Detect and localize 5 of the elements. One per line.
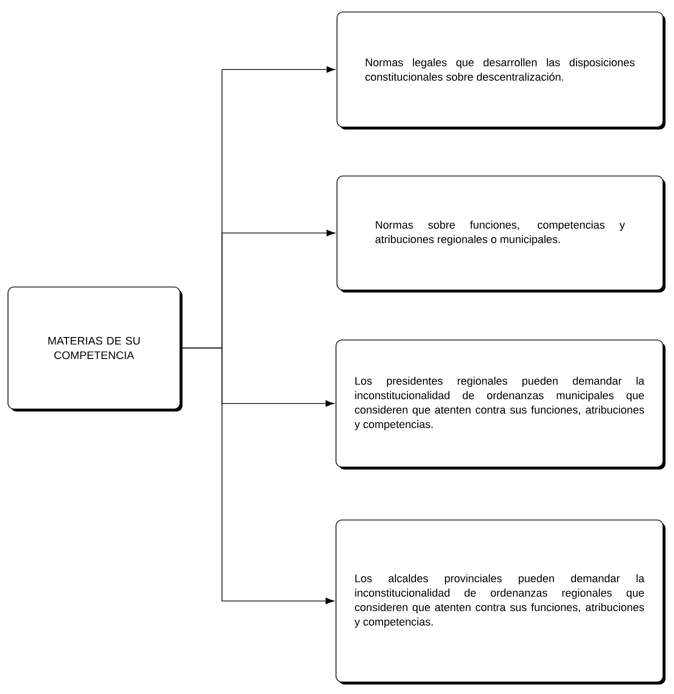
text-box: Los presidentes regionales pueden demandar la inconstitucionalidad de ordenanzas municipales que consideren que atenten contra sus funciones, atribuciones y competencias. (336, 340, 666, 470)
text-box: Los alcaldes provinciales pueden demandar la inconstitucionalidad de ordenanzas regionales que consideren que atenten contra sus funciones, atribuciones y competencias. (336, 520, 666, 684)
text-box: Normas legales que desarrollen las disposiciones constitucionales sobre descentralización. (336, 12, 666, 130)
text-box: Normas sobre funciones, competencias y atribuciones regionales o municipales. (336, 176, 666, 292)
text-box: MATERIAS DE SU COMPETENCIA (8, 286, 182, 412)
